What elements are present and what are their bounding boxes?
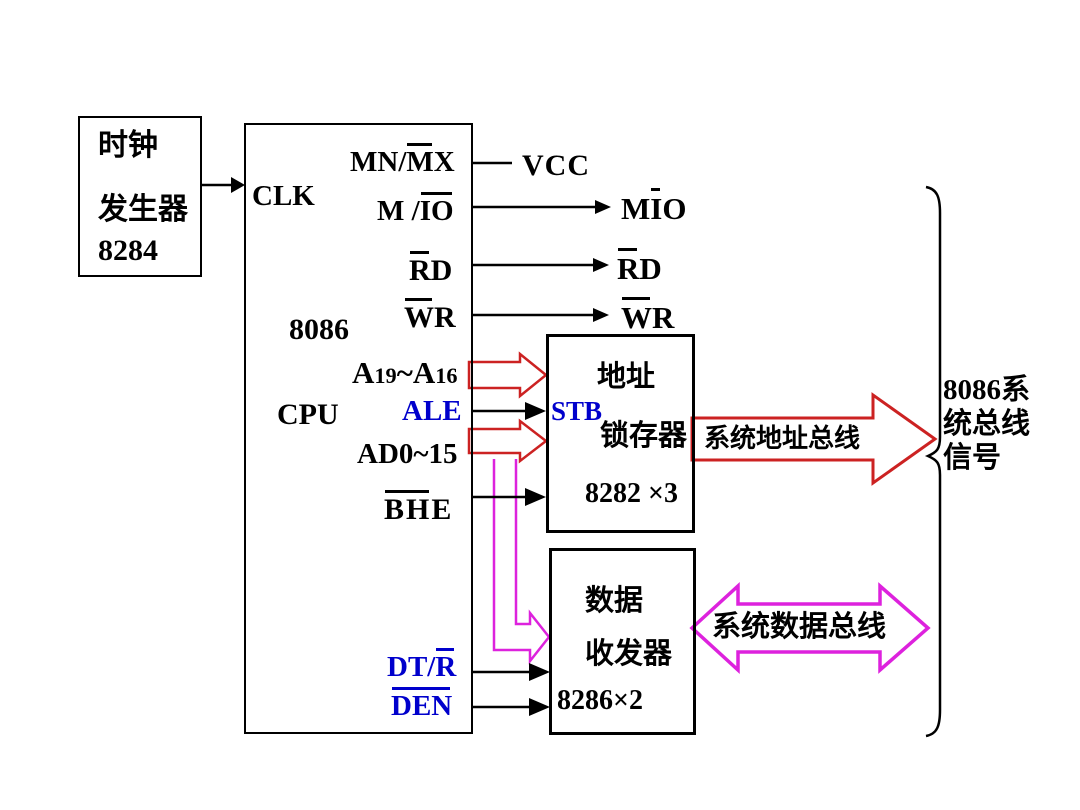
system-bus-caption-line2: 统总线: [943, 408, 1031, 440]
cpu-bhe-label: BHE: [384, 490, 454, 526]
vcc-label: VCC: [522, 149, 590, 182]
cpu-rd-label: RD: [409, 251, 453, 287]
rd-overline: R: [409, 251, 431, 287]
cpu-den-label: DEN: [391, 687, 453, 722]
cpu-adbus-label: AD0~15: [357, 438, 458, 470]
abus-tilde: ~: [396, 355, 413, 390]
mio-out-overline: I: [650, 188, 663, 226]
latch-title2: 锁存器: [600, 420, 688, 452]
clock-label-line1: 时钟: [98, 129, 158, 162]
address-a19-a16-arrow: [467, 351, 548, 399]
cpu-box: [244, 123, 473, 734]
transceiver-chip-label: 8286×2: [557, 685, 643, 716]
abus-n1: 19: [374, 363, 397, 388]
system-bus-brace: [924, 185, 942, 738]
wr-arrowhead-icon: [593, 308, 609, 322]
dtr-arrowhead-icon: [529, 663, 550, 681]
stb-label: STB: [551, 396, 603, 426]
rd-out-label: RD: [617, 248, 662, 286]
data-transceiver-box: [549, 548, 696, 735]
system-address-bus-label: 系统地址总线: [704, 424, 861, 453]
clk-arrowhead-icon: [231, 177, 245, 193]
mio-out-pre: M: [621, 191, 651, 226]
rd-out-overline: R: [617, 248, 640, 286]
mio-out-post: O: [662, 191, 687, 226]
system-data-bus-label: 系统数据总线: [712, 611, 887, 643]
abus-a2: A: [412, 355, 436, 390]
mio-overline: IO: [419, 192, 454, 227]
cpu-mio-label: M /IO: [377, 192, 454, 227]
cpu-mnmx-label: MN/MX: [350, 143, 455, 178]
system-bus-caption: 8086系 统总线 信号: [943, 373, 1030, 475]
clock-label-chip: 8284: [98, 234, 158, 267]
latch-title1: 地址: [597, 361, 656, 393]
transceiver-title1: 数据: [585, 585, 644, 617]
system-bus-caption-line1: 8086系: [943, 374, 1031, 406]
cpu-chip-label: 8086: [289, 313, 349, 346]
mio-pre: M /: [377, 195, 420, 227]
den-arrowhead-icon: [529, 698, 550, 716]
cpu-abus-label: A19~A16: [352, 357, 458, 388]
address-ad0-15-arrow: [467, 418, 549, 464]
clock-generator-box: [78, 116, 202, 277]
rd-arrowhead-icon: [593, 258, 609, 272]
system-address-bus-arrow: [690, 392, 938, 486]
data-elbow-arrow: [492, 459, 551, 665]
mio-arrowhead-icon: [595, 200, 611, 214]
mnmx-pre: MN/: [350, 146, 407, 178]
system-data-bus-arrow: [689, 582, 931, 674]
cpu-ale-label: ALE: [402, 395, 462, 427]
latch-chip-label: 8282 ×3: [585, 478, 678, 509]
mnmx-post: X: [433, 146, 455, 178]
wr-out-post: R: [652, 300, 675, 335]
bhe-overline: BH: [384, 490, 432, 526]
dtr-overline: R: [435, 648, 457, 683]
cpu-dtr-label: DT/R: [387, 648, 457, 683]
wr-out-label: WR: [621, 297, 675, 335]
rd-post: D: [430, 254, 453, 287]
bhe-arrowhead-icon: [525, 488, 546, 506]
cpu-clk-label: CLK: [252, 180, 315, 212]
address-latch-box: [546, 334, 695, 533]
abus-n2: 16: [435, 363, 458, 388]
clock-label-line2: 发生器: [98, 193, 188, 226]
wr-post: R: [434, 301, 456, 334]
system-bus-caption-line3: 信号: [943, 442, 1002, 474]
transceiver-title2: 收发器: [585, 638, 673, 670]
den-overline: DEN: [391, 687, 453, 722]
wr-out-overline: W: [621, 297, 652, 335]
rd-out-post: D: [639, 251, 662, 286]
mnmx-overline: M: [406, 143, 434, 178]
wr-overline: W: [404, 298, 434, 334]
cpu-name-label: CPU: [277, 398, 339, 431]
abus-a1: A: [352, 355, 375, 390]
mio-out-label: MIO: [621, 188, 687, 226]
ale-arrowhead-icon: [525, 402, 546, 420]
dtr-pre: DT/: [387, 651, 436, 683]
bhe-post: E: [431, 493, 454, 526]
cpu-wr-label: WR: [404, 298, 456, 334]
